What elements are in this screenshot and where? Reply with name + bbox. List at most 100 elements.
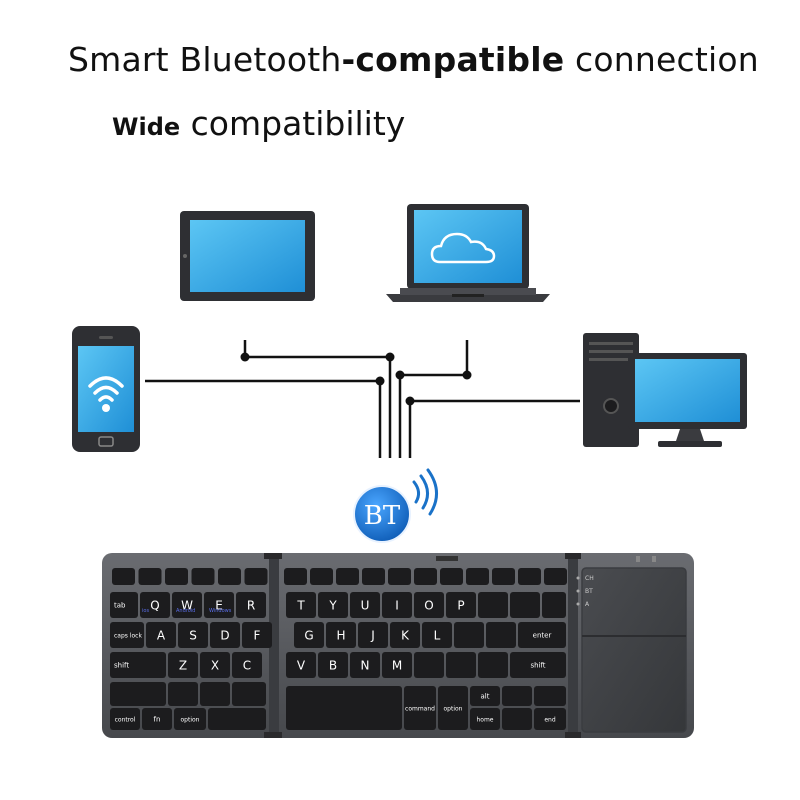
key-i[interactable] <box>382 592 412 618</box>
key-n[interactable] <box>350 652 380 678</box>
key-d[interactable] <box>210 622 240 648</box>
key-g[interactable] <box>294 622 324 648</box>
key-r[interactable] <box>236 592 266 618</box>
key-s[interactable] <box>178 622 208 648</box>
key-g-label: G <box>304 629 313 643</box>
key-quote[interactable] <box>486 622 516 648</box>
shift-right-key[interactable] <box>510 652 566 678</box>
space-key-right[interactable] <box>286 686 402 730</box>
arrow-right-key[interactable] <box>534 686 566 706</box>
subline-part-2: compatibility <box>180 104 406 143</box>
key-z-label: Z <box>179 659 187 673</box>
fn-key-left-3[interactable] <box>191 568 215 585</box>
key-y-label: Y <box>328 599 337 613</box>
caps-lock-key[interactable] <box>110 622 144 648</box>
key-bracket-right[interactable] <box>510 592 540 618</box>
fn-key-left-5[interactable] <box>244 568 268 585</box>
key-f[interactable] <box>242 622 272 648</box>
enter-key-label: enter <box>533 632 552 640</box>
fn-key-left-4[interactable] <box>218 568 241 585</box>
phone-device <box>72 326 140 452</box>
key-a[interactable] <box>146 622 176 648</box>
fn-key-left-0[interactable] <box>112 568 135 585</box>
key-z[interactable] <box>168 652 198 678</box>
headline-part-1: Smart Bluetooth <box>68 40 342 79</box>
fn-key-right-6[interactable] <box>440 568 463 585</box>
key-y[interactable] <box>318 592 348 618</box>
fn-key-right-9[interactable] <box>518 568 541 585</box>
enter-key[interactable] <box>518 622 566 648</box>
key-slash[interactable] <box>478 652 508 678</box>
row4-key-3[interactable] <box>232 682 266 706</box>
key-m[interactable] <box>382 652 412 678</box>
tablet-device <box>180 211 315 301</box>
key-bracket-left[interactable] <box>478 592 508 618</box>
key-e[interactable] <box>204 592 234 618</box>
command-key[interactable] <box>404 686 436 730</box>
key-u[interactable] <box>350 592 380 618</box>
option-left-key[interactable] <box>174 708 206 730</box>
control-key[interactable] <box>110 708 140 730</box>
key-o-label: O <box>424 599 433 613</box>
row4-key-1[interactable] <box>168 682 198 706</box>
fn-key-right-5[interactable] <box>414 568 437 585</box>
bluetooth-signal-icon <box>412 468 438 516</box>
home-key[interactable] <box>470 708 500 730</box>
fn-key-right-7[interactable] <box>466 568 489 585</box>
fn-key[interactable] <box>142 708 172 730</box>
key-t[interactable] <box>286 592 316 618</box>
key-comma[interactable] <box>414 652 444 678</box>
key-q[interactable] <box>140 592 170 618</box>
home-key-label: home <box>476 716 493 723</box>
option-left-key-label: option <box>181 716 200 723</box>
end-key[interactable] <box>534 708 566 730</box>
alt-key[interactable] <box>470 686 500 706</box>
key-semicolon[interactable] <box>454 622 484 648</box>
fn-key-right-8[interactable] <box>492 568 515 585</box>
fn-key-right-3[interactable] <box>362 568 385 585</box>
key-l[interactable] <box>422 622 452 648</box>
space-key-left[interactable] <box>208 708 266 730</box>
fn-key-left-2[interactable] <box>165 568 188 585</box>
key-j[interactable] <box>358 622 388 648</box>
key-d-label: D <box>220 629 229 643</box>
arrow-down-key[interactable] <box>502 708 532 730</box>
end-key-label: end <box>544 716 555 723</box>
key-i-label: I <box>395 599 399 613</box>
fn-key-right-2[interactable] <box>336 568 359 585</box>
key-h[interactable] <box>326 622 356 648</box>
key-backslash[interactable] <box>542 592 566 618</box>
fn-key-left-1[interactable] <box>138 568 162 585</box>
key-q-label: Q <box>150 599 159 613</box>
key-p[interactable] <box>446 592 476 618</box>
row4-left-key[interactable] <box>110 682 166 706</box>
key-t-label: T <box>296 599 305 613</box>
key-o[interactable] <box>414 592 444 618</box>
fn-key-right-10[interactable] <box>544 568 567 585</box>
key-w-label: W <box>181 599 193 613</box>
touchpad[interactable] <box>581 567 687 733</box>
arrow-up-key[interactable] <box>502 686 532 706</box>
cloud-icon <box>430 232 496 264</box>
pairing-indicators: CH BT A <box>576 575 594 608</box>
key-w[interactable] <box>172 592 202 618</box>
key-h-label: H <box>336 629 345 643</box>
key-period[interactable] <box>446 652 476 678</box>
fn-key-right-4[interactable] <box>388 568 411 585</box>
key-v[interactable] <box>286 652 316 678</box>
fn-key-right-1[interactable] <box>310 568 333 585</box>
key-c[interactable] <box>232 652 262 678</box>
laptop-device <box>386 204 550 302</box>
shift-left-key[interactable] <box>110 652 166 678</box>
key-j-label: J <box>370 629 375 643</box>
key-b[interactable] <box>318 652 348 678</box>
tab-key[interactable] <box>110 592 138 618</box>
shift-left-key-label: shift <box>114 662 129 670</box>
fn-key-right-0[interactable] <box>284 568 307 585</box>
option-right-key[interactable] <box>438 686 468 730</box>
key-x[interactable] <box>200 652 230 678</box>
key-k[interactable] <box>390 622 420 648</box>
row4-key-2[interactable] <box>200 682 230 706</box>
